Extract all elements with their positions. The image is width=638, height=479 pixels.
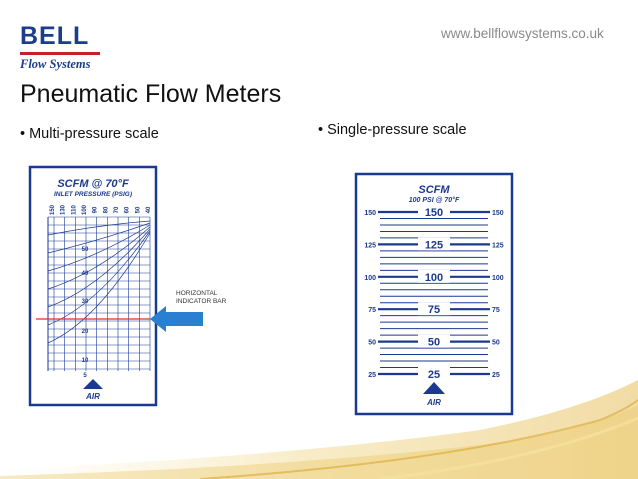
logo-brand: BELL <box>20 22 90 50</box>
single-scale-air-label: AIR <box>426 398 441 407</box>
pressure-label: 40 <box>146 206 152 213</box>
multi-pressure-scale-diagram: SCFM @ 70°F INLET PRESSURE (PSIG) 150 130… <box>28 165 227 407</box>
left-scale-label: 125 <box>364 242 376 249</box>
right-scale-label: 50 <box>492 340 500 347</box>
pressure-curve <box>47 226 151 290</box>
slide-title: Pneumatic Flow Meters <box>20 80 282 108</box>
scale-label: 10 <box>82 358 89 364</box>
pressure-label: 80 <box>103 206 109 213</box>
scale-label: 50 <box>82 247 89 253</box>
logo-subtitle: Flow Systems <box>20 57 91 71</box>
label-backing <box>418 334 450 348</box>
pressure-label: 70 <box>114 206 120 213</box>
center-scale-label: 25 <box>428 369 440 381</box>
center-scale-label: 100 <box>425 272 443 284</box>
right-scale-label: 75 <box>492 307 500 314</box>
center-scale-label: 50 <box>428 337 440 349</box>
right-scale-label: 25 <box>492 372 500 379</box>
label-backing <box>418 269 450 283</box>
scale-label: 5 <box>83 373 87 379</box>
left-scale-label: 75 <box>368 307 376 314</box>
multi-scale-header: SCFM @ 70°F <box>57 178 129 190</box>
pressure-curve <box>47 224 151 272</box>
bullet-single-pressure: • Single-pressure scale <box>318 122 467 138</box>
center-scale-label: 75 <box>428 304 440 316</box>
right-scale-label: 100 <box>492 275 504 282</box>
pressure-label: 60 <box>125 206 131 213</box>
brand-logo: BELL Flow Systems <box>20 24 104 72</box>
single-pressure-scale-diagram: SCFM 100 PSI @ 70°F 150 125 100 75 50 25 150 15… <box>354 172 514 416</box>
multi-scale-frame <box>28 165 158 407</box>
left-scale-label: 150 <box>364 210 376 217</box>
label-backing <box>418 367 450 380</box>
label-backing <box>418 205 450 218</box>
scale-label: 40 <box>82 271 89 277</box>
pressure-curve <box>47 220 151 236</box>
single-scale-header: SCFM <box>418 184 450 196</box>
bullet-multi-pressure: • Multi-pressure scale <box>20 126 159 142</box>
center-scale-label: 125 <box>425 239 443 251</box>
pressure-label: 50 <box>135 206 141 213</box>
left-scale-label: 100 <box>364 275 376 282</box>
air-flow-arrow-icon <box>423 382 445 394</box>
callout-line-1: HORIZONTAL <box>176 290 218 297</box>
multi-scale-subheader: INLET PRESSURE (PSIG) <box>54 191 132 198</box>
single-scale-subheader: 100 PSI @ 70°F <box>409 196 460 204</box>
left-scale-label: 50 <box>368 340 376 347</box>
pressure-label: 110 <box>71 205 77 215</box>
right-scale-label: 150 <box>492 210 504 217</box>
callout-line-2: INDICATOR BAR <box>176 298 227 305</box>
air-flow-arrow-icon <box>83 379 103 389</box>
pressure-label: 90 <box>93 206 99 213</box>
pressure-label: 150 <box>50 204 56 215</box>
indicator-callout-arrow-icon <box>150 306 203 332</box>
pressure-curve <box>47 228 151 308</box>
scale-label: 30 <box>82 299 89 305</box>
website-url[interactable]: www.bellflowsystems.co.uk <box>441 26 604 41</box>
right-scale-label: 125 <box>492 242 504 249</box>
multi-scale-air-label: AIR <box>85 392 100 401</box>
scale-label: 20 <box>82 329 89 335</box>
pressure-label: 100 <box>82 204 88 215</box>
pressure-curve <box>47 222 151 254</box>
pressure-curve <box>47 230 151 326</box>
pressure-curve <box>47 232 151 344</box>
label-backing <box>418 237 450 251</box>
label-backing <box>418 302 450 316</box>
left-scale-label: 25 <box>368 372 376 379</box>
logo-rule <box>20 52 100 55</box>
center-scale-label: 150 <box>425 207 443 219</box>
pressure-label: 130 <box>61 204 67 215</box>
